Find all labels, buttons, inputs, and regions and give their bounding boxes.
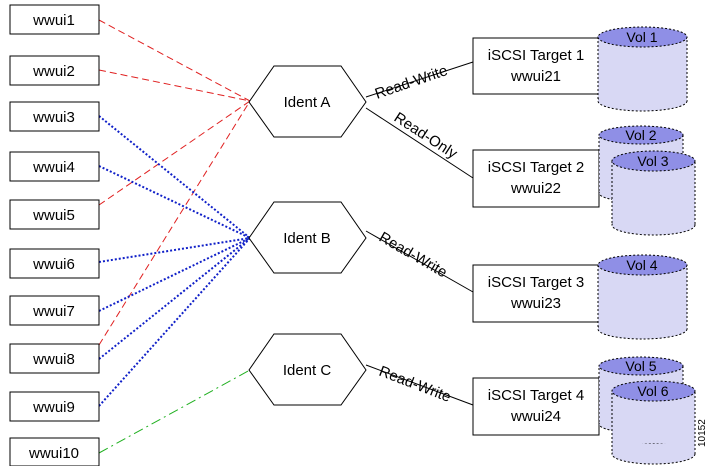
target-wwui: wwui22 (510, 180, 561, 197)
initiator-label: wwui5 (32, 207, 75, 224)
initiator-node[interactable]: wwui1 (9, 4, 100, 35)
volume-label: Vol 6 (637, 383, 668, 399)
link-ident-a-target-1 (365, 61, 474, 98)
initiator-label: wwui6 (32, 256, 75, 273)
target-name: iSCSI Target 3 (488, 274, 584, 291)
volume-label: Vol 2 (625, 127, 656, 143)
volume-label: Vol 1 (626, 29, 657, 45)
initiator-connections (98, 19, 251, 454)
volume-cylinder[interactable]: Vol 6 (611, 380, 696, 465)
volume-label: Vol 4 (626, 257, 657, 273)
target-wwui: wwui24 (510, 408, 561, 425)
connection-line-ident-b (98, 237, 251, 407)
initiator-label: wwui8 (32, 351, 75, 368)
volume-label: Vol 3 (637, 153, 668, 169)
target-name: iSCSI Target 2 (488, 159, 584, 176)
initiator-label: wwui9 (32, 399, 75, 416)
volume-cylinder[interactable]: Vol 3 (611, 150, 696, 236)
target-node[interactable]: iSCSI Target 3 wwui23 (472, 264, 600, 323)
link-ident-b-target-3 (365, 230, 474, 293)
connection-line-ident-b (98, 237, 251, 312)
initiator-node[interactable]: wwui4 (9, 151, 100, 182)
initiator-label: wwui2 (32, 63, 75, 80)
figure-number: 10152 (697, 419, 707, 447)
ident-label: Ident B (283, 230, 331, 247)
initiator-label: wwui1 (32, 12, 75, 29)
initiator-node[interactable]: wwui10 (9, 437, 100, 466)
connection-line-ident-b (98, 237, 251, 263)
initiator-label: wwui4 (32, 159, 75, 176)
initiator-node[interactable]: wwui2 (9, 55, 100, 86)
ident-node[interactable]: Ident C (248, 333, 367, 406)
ident-node[interactable]: Ident B (248, 201, 367, 274)
volume-label: Vol 5 (625, 358, 656, 374)
target-wwui: wwui23 (510, 295, 561, 312)
initiator-node[interactable]: wwui7 (9, 295, 100, 326)
connection-line-ident-a (98, 100, 251, 206)
connection-line-ident-a (98, 100, 251, 346)
initiator-node[interactable]: wwui6 (9, 248, 100, 279)
ident-label: Ident A (284, 94, 331, 111)
initiator-label: wwui10 (28, 445, 79, 462)
target-wwui: wwui21 (510, 68, 561, 85)
connection-line-ident-a (98, 69, 251, 102)
link-ident-a-target-2 (365, 107, 474, 179)
access-label: Read-Only (391, 109, 461, 163)
ident-label: Ident C (283, 362, 332, 379)
initiator-node[interactable]: wwui8 (9, 343, 100, 374)
access-label: Read-Write (373, 62, 450, 103)
initiator-node[interactable]: wwui3 (9, 101, 100, 132)
initiator-node[interactable]: wwui5 (9, 199, 100, 230)
initiator-label: wwui3 (32, 109, 75, 126)
access-label: Read-Write (377, 363, 454, 406)
connection-line-ident-b (98, 115, 251, 239)
access-label: Read-Write (376, 229, 450, 282)
volume-cylinder[interactable]: Vol 4 (597, 254, 688, 340)
link-ident-c-target-4 (365, 364, 474, 406)
initiator-node[interactable]: wwui9 (9, 391, 100, 422)
target-node[interactable]: iSCSI Target 2 wwui22 (472, 149, 600, 208)
target-name: iSCSI Target 4 (488, 387, 584, 404)
connection-line-ident-c (98, 369, 251, 454)
connection-line-ident-b (98, 237, 251, 360)
ident-node[interactable]: Ident A (248, 65, 367, 138)
initiator-label: wwui7 (32, 303, 75, 320)
target-node[interactable]: iSCSI Target 1 wwui21 (472, 37, 600, 95)
target-name: iSCSI Target 1 (488, 47, 584, 64)
target-node[interactable]: iSCSI Target 4 wwui24 (472, 377, 600, 436)
connection-line-ident-a (98, 19, 251, 102)
volume-cylinder[interactable]: Vol 1 (597, 26, 688, 112)
